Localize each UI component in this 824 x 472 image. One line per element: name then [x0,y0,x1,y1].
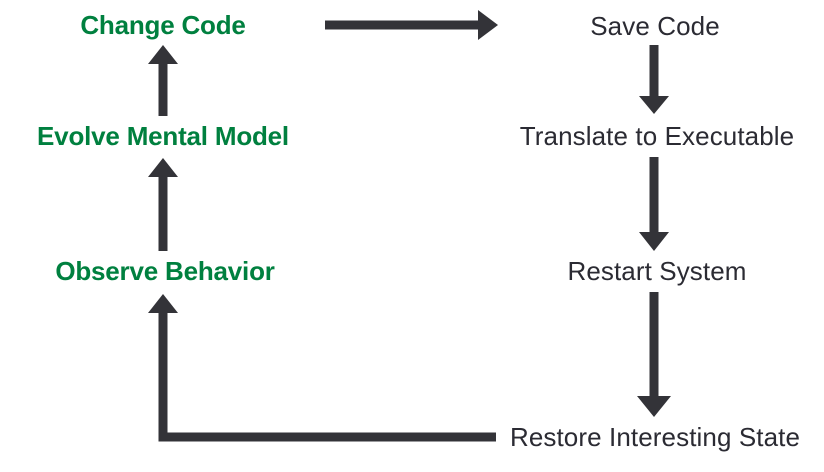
node-restore-interesting-state: Restore Interesting State [509,422,801,452]
edge-save-code-to-translate [639,45,669,114]
edge-translate-to-restart [639,157,669,251]
node-evolve-mental-model: Evolve Mental Model [37,121,289,151]
edge-restart-to-restore [637,292,671,417]
node-observe-behavior: Observe Behavior [55,256,275,286]
edge-observe-to-evolve [148,158,178,251]
edge-evolve-to-change-code [148,45,178,116]
node-save-code: Save Code [590,11,720,41]
node-translate-to-executable: Translate to Executable [519,121,795,151]
edge-restore-to-observe [148,294,496,442]
edge-change-code-to-save-code [325,10,498,40]
node-restart-system: Restart System [567,256,747,286]
node-change-code: Change Code [80,10,246,40]
